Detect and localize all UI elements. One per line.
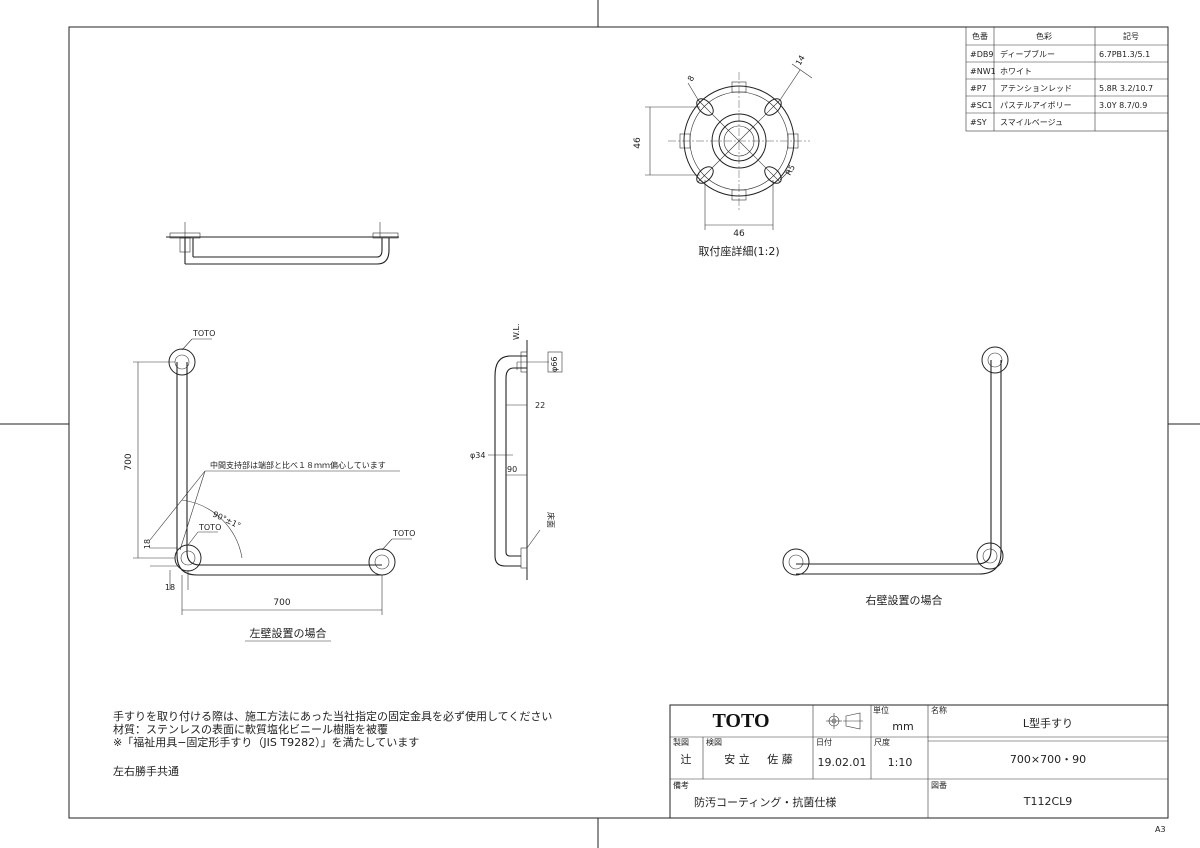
side-dim-22: 22 — [535, 401, 545, 410]
right-wall-view — [782, 346, 1009, 576]
title-remarks: 防汚コーティング・抗菌仕様 — [694, 795, 836, 809]
title-unit: mm — [892, 720, 913, 733]
color-symbol: 5.8R 3.2/10.7 — [1099, 84, 1153, 93]
color-table: 色番 色彩 記号 #DB9 ディープブルー 6.7PB1.3/5.1 #NW1 … — [965, 26, 1169, 132]
color-symbol: 3.0Y 8.7/0.9 — [1099, 101, 1147, 110]
detail-caption: 取付座詳細(1:2) — [698, 244, 779, 258]
color-header-code: 色番 — [972, 31, 988, 41]
side-label-wl: W.L. — [512, 323, 521, 340]
title-brand-logo: TOTO — [712, 710, 769, 732]
left-brand-top: TOTO — [192, 329, 215, 338]
detail-dim-hole: 8 — [686, 74, 696, 83]
left-dim-offset-v: 18 — [143, 539, 152, 549]
color-name: スマイルベージュ — [1000, 118, 1063, 127]
color-name: アテンションレッド — [1000, 84, 1072, 93]
detail-dim-height: 46 — [633, 137, 643, 149]
title-scale: 1:10 — [888, 756, 913, 769]
title-remarks-label: 備考 — [673, 780, 689, 790]
color-header-symbol: 記号 — [1123, 31, 1139, 41]
color-code: #P7 — [970, 84, 987, 93]
title-drawn-label: 製図 — [673, 737, 689, 747]
note-line-3: ※「福祉用具−固定形手すり（JIS T9282）」を満たしています — [113, 735, 419, 749]
title-checked-label: 検図 — [706, 737, 722, 747]
left-caption: 左壁設置の場合 — [250, 626, 327, 640]
title-scale-label: 尺度 — [874, 737, 890, 747]
sheet-size: A3 — [1155, 825, 1166, 834]
title-drawn-by: 辻 — [681, 752, 692, 766]
left-brand-right: TOTO — [392, 529, 415, 538]
title-checked-2: 佐 藤 — [767, 752, 793, 766]
title-name: L型手すり — [1023, 716, 1073, 730]
title-drawing-no: T112CL9 — [1023, 795, 1073, 808]
left-wall-view — [133, 338, 412, 615]
color-name: ディープブルー — [1000, 49, 1055, 59]
mount-detail — [645, 63, 813, 230]
title-date: 19.02.01 — [818, 756, 867, 769]
side-dim-90: 90 — [507, 465, 517, 474]
left-dim-vertical: 700 — [124, 453, 134, 470]
right-caption: 右壁設置の場合 — [866, 593, 943, 607]
color-code: #NW1 — [970, 67, 996, 76]
title-name-label: 名称 — [931, 705, 947, 715]
side-dim-pipe: φ34 — [470, 451, 485, 460]
note-line-1: 手すりを取り付ける際は、施工方法にあった当社指定の固定金具を必ず使用してください — [113, 709, 552, 723]
color-code: #SY — [970, 118, 987, 127]
title-drawing-no-label: 図番 — [931, 780, 947, 790]
title-checked-1: 安 立 — [724, 752, 750, 766]
title-block — [669, 704, 1169, 819]
side-label-floor: 床面 — [546, 512, 556, 528]
title-size: 700×700・90 — [1010, 753, 1086, 766]
left-brand-corner: TOTO — [198, 523, 221, 532]
detail-dim-width: 46 — [733, 229, 745, 239]
note-line-2: 材質：ステンレスの表面に軟質塩化ビニール樹脂を被覆 — [113, 722, 388, 736]
color-name: パステルアイボリー — [1000, 101, 1072, 110]
note-common: 左右勝手共通 — [113, 764, 179, 778]
detail-dim-slot: 14 — [794, 54, 807, 67]
color-code: #SC1 — [970, 101, 992, 110]
drawing-border — [68, 26, 1169, 819]
color-name: ホワイト — [1000, 67, 1032, 76]
left-dim-offset-h: 18 — [165, 583, 175, 592]
color-symbol: 6.7PB1.3/5.1 — [1099, 50, 1150, 59]
top-view — [166, 222, 399, 265]
color-code: #DB9 — [970, 50, 993, 59]
left-note: 中間支持部は端部と比べ１８ｍｍ偏心しています — [210, 460, 386, 470]
title-unit-label: 単位 — [873, 705, 889, 715]
color-header-name: 色彩 — [1036, 31, 1052, 41]
detail-dim-r: R5 — [784, 163, 797, 177]
side-dim-base: φ66 — [550, 357, 559, 372]
title-date-label: 日付 — [816, 737, 832, 747]
left-dim-horizontal: 700 — [273, 598, 290, 608]
side-view — [488, 340, 563, 580]
